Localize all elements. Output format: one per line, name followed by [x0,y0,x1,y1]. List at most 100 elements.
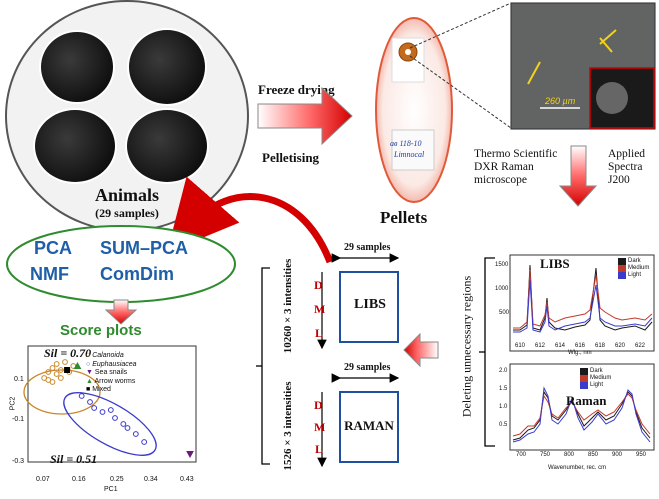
method-comdim: ComDim [100,264,175,284]
deleting-label: Deleting unnecessary regions [459,275,474,418]
score-point-calanoida [62,359,68,365]
score-xtick-3: 0.34 [144,476,158,483]
copepod-photo [39,30,115,104]
score-points [41,359,194,459]
raman-legend-medium: Medium [580,375,611,382]
raman-xtick-5: 950 [636,452,647,458]
raman-ytick-2: 1.0 [499,404,508,410]
libs-ytick-0: 1500 [495,262,509,268]
legend-mixed: ■ Mixed [86,386,111,393]
score-point-euphausiacea [87,399,93,405]
score-point-mixed [64,367,71,373]
sea-snail-photo [127,28,207,106]
libs-legend-medium: Medium [618,265,649,272]
libs-xlabel: Wlg., nm [568,350,592,356]
raman-xtick-1: 750 [540,452,551,458]
libs-xtick-6: 622 [635,343,646,349]
raman-dims: 1526 × 3 intensities [282,381,294,471]
animals-subtitle: (29 samples) [95,206,159,220]
libs-ytick-1: 1000 [495,286,509,292]
score-arrow [104,299,138,325]
method-sum-pca: SUM–PCA [100,238,189,258]
score-point-euphausiacea [120,421,127,427]
score-point-calanoida [53,371,60,377]
raman-xlabel: Wavenumber, rec. cm [548,465,607,471]
raman-ytick-1: 1.5 [499,386,508,392]
pellets-title: Pellets [380,208,428,227]
score-xtick-0: 0.07 [36,476,50,483]
raman-d: D [314,398,323,412]
libs-matrix-box [339,271,399,343]
raman-chart-title: Raman [566,393,607,408]
instrument-arrow [558,145,598,207]
score-xlabel: PC1 [104,486,118,493]
pelletising-label: Pelletising [262,150,320,165]
raman-xtick-4: 900 [612,452,623,458]
calanoida-ellipse [23,369,101,415]
raman-matrix-box [339,391,399,463]
libs-instrument-label: Applied Spectra J200 [608,148,646,186]
score-point-euphausiacea [132,431,139,437]
score-xtick-1: 0.16 [72,476,86,483]
libs-legend-light: Light [618,272,649,279]
score-ytick-0: 0.1 [14,376,24,383]
libs-legend-dark: Dark [618,258,649,265]
raman-ytick-3: 0.5 [499,422,508,428]
score-point-euphausiacea [124,425,131,431]
libs-xtick-0: 610 [515,343,526,349]
euphausiid-photo [125,108,209,184]
score-legend: ○ Calanoida ○ Euphausiacea ▼ Sea snails … [86,352,137,395]
score-plots-title: Score plots [60,322,142,339]
libs-xtick-5: 620 [615,343,626,349]
libs-legend: Dark Medium Light [618,258,649,279]
freeze-drying-label: Freeze drying [258,82,335,97]
raman-legend: Dark Medium Light [580,368,611,389]
score-point-euphausiacea [107,407,114,413]
score-point-euphausiacea [99,409,106,415]
libs-matrix-label: LIBS [354,297,386,312]
legend-euphausiacea: ○ Euphausiacea [86,360,137,368]
libs-d: D [314,278,323,292]
score-point-calanoida [45,369,52,375]
curved-arrow [167,176,334,264]
score-point-euphausiacea [78,393,85,399]
pellet-note-2: Limnocal [394,150,425,159]
raman-xtick-2: 800 [564,452,575,458]
libs-xtick-2: 614 [555,343,566,349]
raman-instrument-label: Thermo Scientific DXR Raman microscope [474,148,558,186]
libs-xtick-4: 618 [595,343,606,349]
score-point-euphausiacea [112,415,118,421]
score-ylabel: PC2 [9,396,17,411]
score-xtick-4: 0.43 [180,476,194,483]
method-pca: PCA [34,238,73,258]
animals-panel: Animals (29 samples) [5,0,249,232]
libs-xtick-3: 616 [575,343,586,349]
libs-sample-count: 29 samples [344,242,391,253]
raman-xtick-0: 700 [516,452,527,458]
score-plot-frame [27,345,197,463]
score-point-calanoida [49,365,56,371]
legend-calanoida: ○ Calanoida [86,352,124,359]
score-xtick-2: 0.25 [110,476,124,483]
libs-l: L [315,326,324,340]
pellet-note-1: ав 118-10 [390,139,422,148]
euphausiacea-ellipse [63,392,157,456]
raman-ytick-0: 2.0 [499,368,508,374]
raman-m: M [314,420,326,434]
libs-xtick-1: 612 [535,343,546,349]
libs-dims: 10260 × 3 intensities [282,258,294,354]
score-point-calanoida [57,367,64,373]
raman-legend-dark: Dark [580,368,611,375]
scale-bar-label: 260 µm [545,96,576,106]
score-point-calanoida [53,361,60,367]
deleting-arrow [403,332,439,368]
score-point-calanoida [49,379,56,385]
score-point-arrow-worms [73,361,82,369]
raman-legend-light: Light [580,382,611,389]
raman-sample-count: 29 samples [344,362,391,373]
legend-arrow-worms: ▲ Arrow worms [86,377,136,385]
score-point-euphausiacea [91,405,98,411]
score-ytick-2: -0.3 [12,458,25,465]
method-nmf: NMF [30,264,69,284]
